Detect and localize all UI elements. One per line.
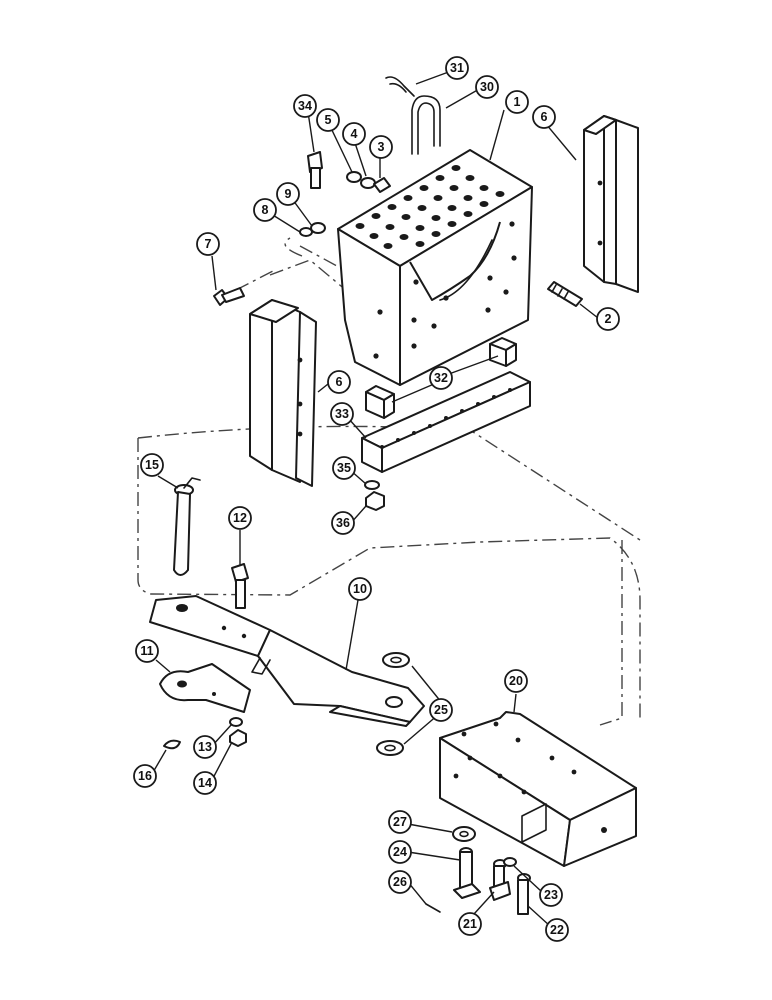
svg-text:6: 6 [336,375,343,389]
pin-31 [385,76,415,97]
svg-text:1: 1 [514,95,521,109]
svg-text:14: 14 [198,776,212,790]
svg-text:16: 16 [138,769,152,783]
svg-text:6: 6 [541,110,548,124]
drawbar-10 [149,595,425,727]
callout-30: 30 [475,75,499,99]
hardware-13-14 [229,717,247,747]
callout-4: 4 [342,122,366,146]
bolt-7 [213,287,245,306]
callout-6a: 6 [532,105,556,129]
svg-text:11: 11 [140,644,153,658]
clip-16 [163,739,181,750]
callout-10: 10 [348,577,372,601]
svg-text:13: 13 [198,740,212,754]
callout-27: 27 [388,810,412,834]
svg-text:7: 7 [205,237,212,251]
svg-text:2: 2 [605,312,612,326]
svg-text:12: 12 [233,511,247,525]
callout-32: 32 [429,366,453,390]
callout-1: 1 [505,90,529,114]
callout-36: 36 [331,511,355,535]
bar-33 [361,371,531,473]
callout-21: 21 [458,912,482,936]
bolt-22 [517,873,531,915]
callout-15: 15 [140,453,164,477]
callout-20: 20 [504,669,528,693]
callout-24: 24 [388,840,412,864]
pin-24 [453,847,481,899]
washer-27 [452,826,476,842]
hitch-plate-20 [439,711,637,867]
svg-text:22: 22 [550,923,564,937]
bolt-34 [307,151,323,189]
callout-5: 5 [316,108,340,132]
callout-34: 34 [293,94,317,118]
weight-box-top-holes [355,165,505,249]
svg-text:25: 25 [434,703,448,717]
svg-text:21: 21 [463,917,477,931]
callout-6b: 6 [327,370,351,394]
svg-text:5: 5 [325,113,332,127]
channel-right [583,115,639,293]
svg-text:23: 23 [544,888,558,902]
callout-26: 26 [388,870,412,894]
hardware-5-4-3 [346,171,391,193]
callout-7: 7 [196,232,220,256]
weight-box-side-holes [373,221,517,359]
channel-left [249,299,317,487]
svg-text:31: 31 [450,61,464,75]
svg-text:4: 4 [351,127,358,141]
callout-23: 23 [539,883,563,907]
callout-25: 25 [429,698,453,722]
callout-2: 2 [596,307,620,331]
callout-22: 22 [545,918,569,942]
hardware-35-36 [364,480,385,511]
callout-8: 8 [253,198,277,222]
hardware-8-9 [299,222,326,237]
svg-text:10: 10 [353,582,367,596]
svg-text:33: 33 [335,407,349,421]
callout-13: 13 [193,735,217,759]
callout-33: 33 [330,402,354,426]
svg-text:20: 20 [509,674,523,688]
svg-text:26: 26 [393,875,407,889]
callout-14: 14 [193,771,217,795]
u-bolt-30 [411,95,441,155]
callout-9: 9 [276,182,300,206]
bolt-12 [231,563,249,609]
svg-text:15: 15 [145,458,159,472]
svg-text:36: 36 [336,516,350,530]
washer-23 [503,857,517,867]
washers-25 [376,652,410,756]
svg-text:34: 34 [298,99,312,113]
weight-box [337,149,533,386]
callout-35: 35 [332,456,356,480]
callout-3: 3 [369,135,393,159]
callout-16: 16 [133,764,157,788]
svg-text:9: 9 [285,187,292,201]
clevis-11 [159,663,251,713]
svg-text:35: 35 [337,461,351,475]
svg-text:32: 32 [434,371,448,385]
svg-text:8: 8 [262,203,269,217]
callout-31: 31 [445,56,469,80]
spacer-blocks-32 [365,337,517,419]
callout-11: 11 [135,639,159,663]
svg-text:30: 30 [480,80,494,94]
svg-text:24: 24 [393,845,407,859]
callout-12: 12 [228,506,252,530]
svg-text:27: 27 [393,815,407,829]
svg-text:3: 3 [378,140,385,154]
clip-26 [425,903,441,913]
pin-15 [173,477,201,576]
stud-2 [547,281,583,307]
